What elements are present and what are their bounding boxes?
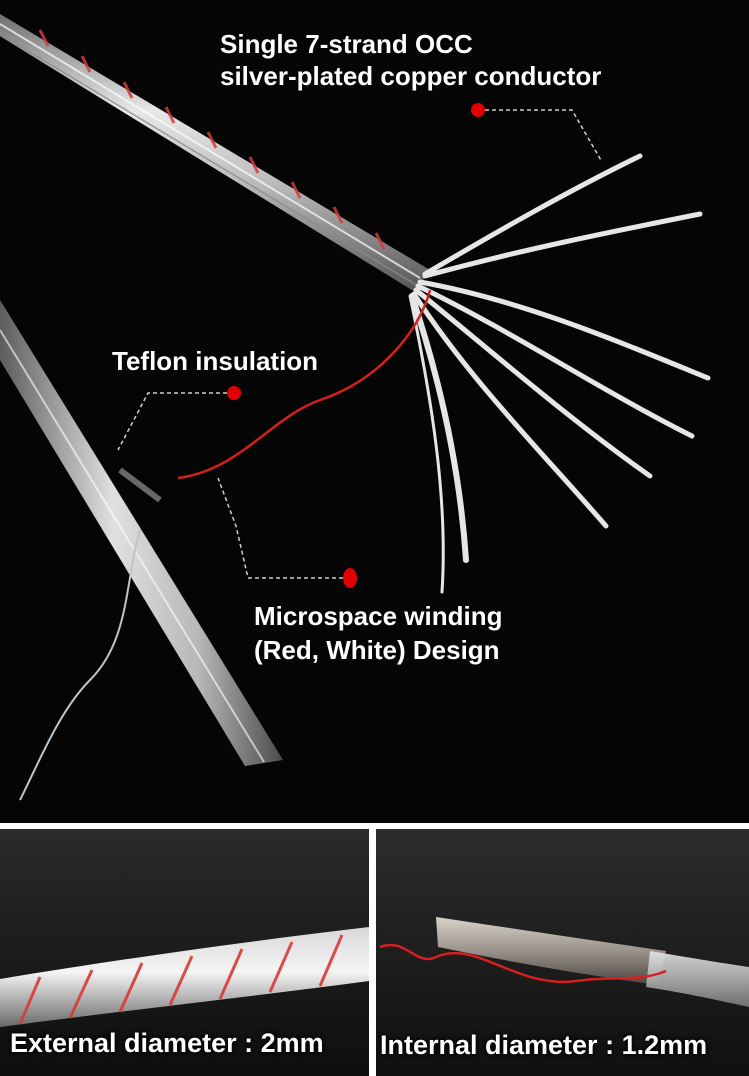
external-diameter-photo: External diameter : 2mm (0, 829, 369, 1076)
upper-cable (0, 14, 430, 292)
external-diameter-caption: External diameter : 2mm (10, 1028, 324, 1058)
main-photo: Single 7-strand OCC silver-plated copper… (0, 0, 749, 823)
internal-cable-illustration (376, 829, 749, 1076)
red-winding-thread (177, 289, 432, 480)
conductor-label-line2: silver-plated copper conductor (220, 61, 602, 91)
internal-diameter-photo: Internal diameter : 1.2mm (376, 829, 749, 1076)
leader-lines (117, 109, 603, 579)
winding-label-line2: (Red, White) Design (254, 635, 500, 665)
lower-cable (0, 300, 283, 766)
insulation-label: Teflon insulation (112, 346, 319, 376)
winding-marker-dot (343, 568, 357, 588)
internal-diameter-caption: Internal diameter : 1.2mm (380, 1030, 708, 1060)
white-winding-thread (19, 529, 141, 801)
cable-illustration (0, 14, 711, 801)
conductor-label-line1: Single 7-strand OCC (220, 29, 473, 59)
insulation-marker-dot (227, 386, 241, 400)
external-cable-illustration (0, 829, 369, 1076)
conductor-strands (408, 153, 711, 594)
winding-label-line1: Microspace winding (254, 601, 503, 631)
conductor-marker-dot (471, 103, 485, 117)
